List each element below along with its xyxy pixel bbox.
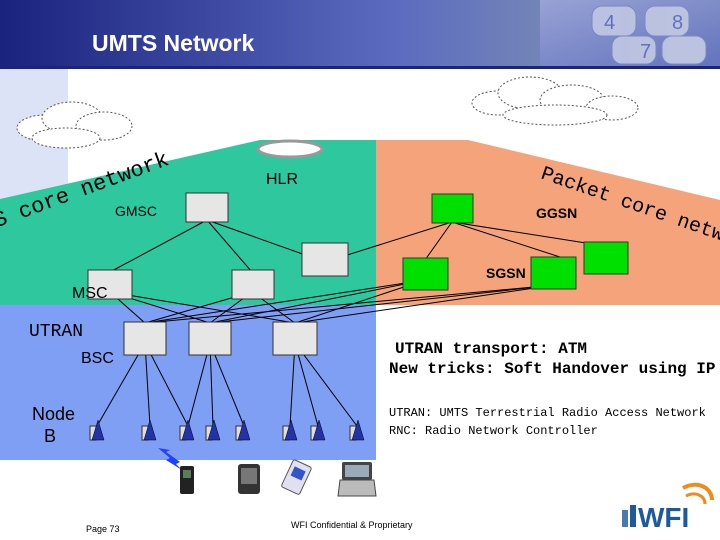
keypad-photo: 4 8 7 [540, 0, 720, 66]
bsc-to-nodeb-links [96, 342, 358, 427]
cloud-icon [471, 76, 639, 126]
msc-node-2 [231, 269, 275, 300]
sgsn-node [402, 257, 449, 291]
antenna-icon [89, 419, 365, 441]
svg-text:7: 7 [640, 41, 651, 63]
confidential-notice: WFI Confidential & Proprietary [291, 520, 413, 530]
page-title: UMTS Network [92, 30, 255, 56]
cloud-icon [16, 101, 133, 149]
mobile-phone-icon [180, 466, 194, 494]
sgsn-node-2 [530, 256, 577, 290]
core-links [109, 219, 606, 273]
gmsc-node [185, 192, 229, 223]
handheld-pc-icon [337, 462, 377, 497]
header-underline [0, 66, 720, 69]
bsc-node [123, 321, 167, 356]
bsc-node-3 [272, 321, 318, 356]
svg-text:WFI: WFI [638, 502, 689, 533]
utran-label: UTRAN [29, 322, 83, 342]
sgsn-node-3 [583, 241, 629, 275]
utran-definition: UTRAN: UMTS Terrestrial Radio Access Net… [389, 406, 706, 420]
svg-text:8: 8 [672, 12, 683, 34]
rnc-definition: RNC: Radio Network Controller [389, 424, 598, 438]
hlr-label: HLR [266, 171, 298, 188]
sgsn-label: SGSN [486, 265, 526, 281]
notes-panel [376, 305, 720, 460]
bsc-node-2 [188, 321, 232, 356]
bsc-label: BSC [81, 350, 114, 367]
ggsn-node [431, 193, 474, 224]
gmsc-label: GMSC [115, 203, 157, 219]
wfi-logo: WFI [622, 482, 714, 533]
lightning-icon [158, 448, 182, 470]
ggsn-label: GGSN [536, 205, 577, 221]
transport-note: UTRAN transport: ATM [395, 340, 587, 358]
pda-icon [238, 464, 260, 494]
msc-node [87, 269, 133, 300]
core-to-bsc-links [109, 279, 556, 324]
data-card-icon [281, 459, 312, 495]
msc-label: MSC [72, 285, 108, 302]
svg-text:4: 4 [604, 12, 615, 34]
hlr-node [301, 242, 349, 277]
hlr-database-icon [256, 139, 324, 159]
page-number: Page 73 [86, 524, 120, 534]
ps-core-region [376, 140, 720, 305]
new-tricks-note: New tricks: Soft Handover using IP [389, 360, 715, 378]
